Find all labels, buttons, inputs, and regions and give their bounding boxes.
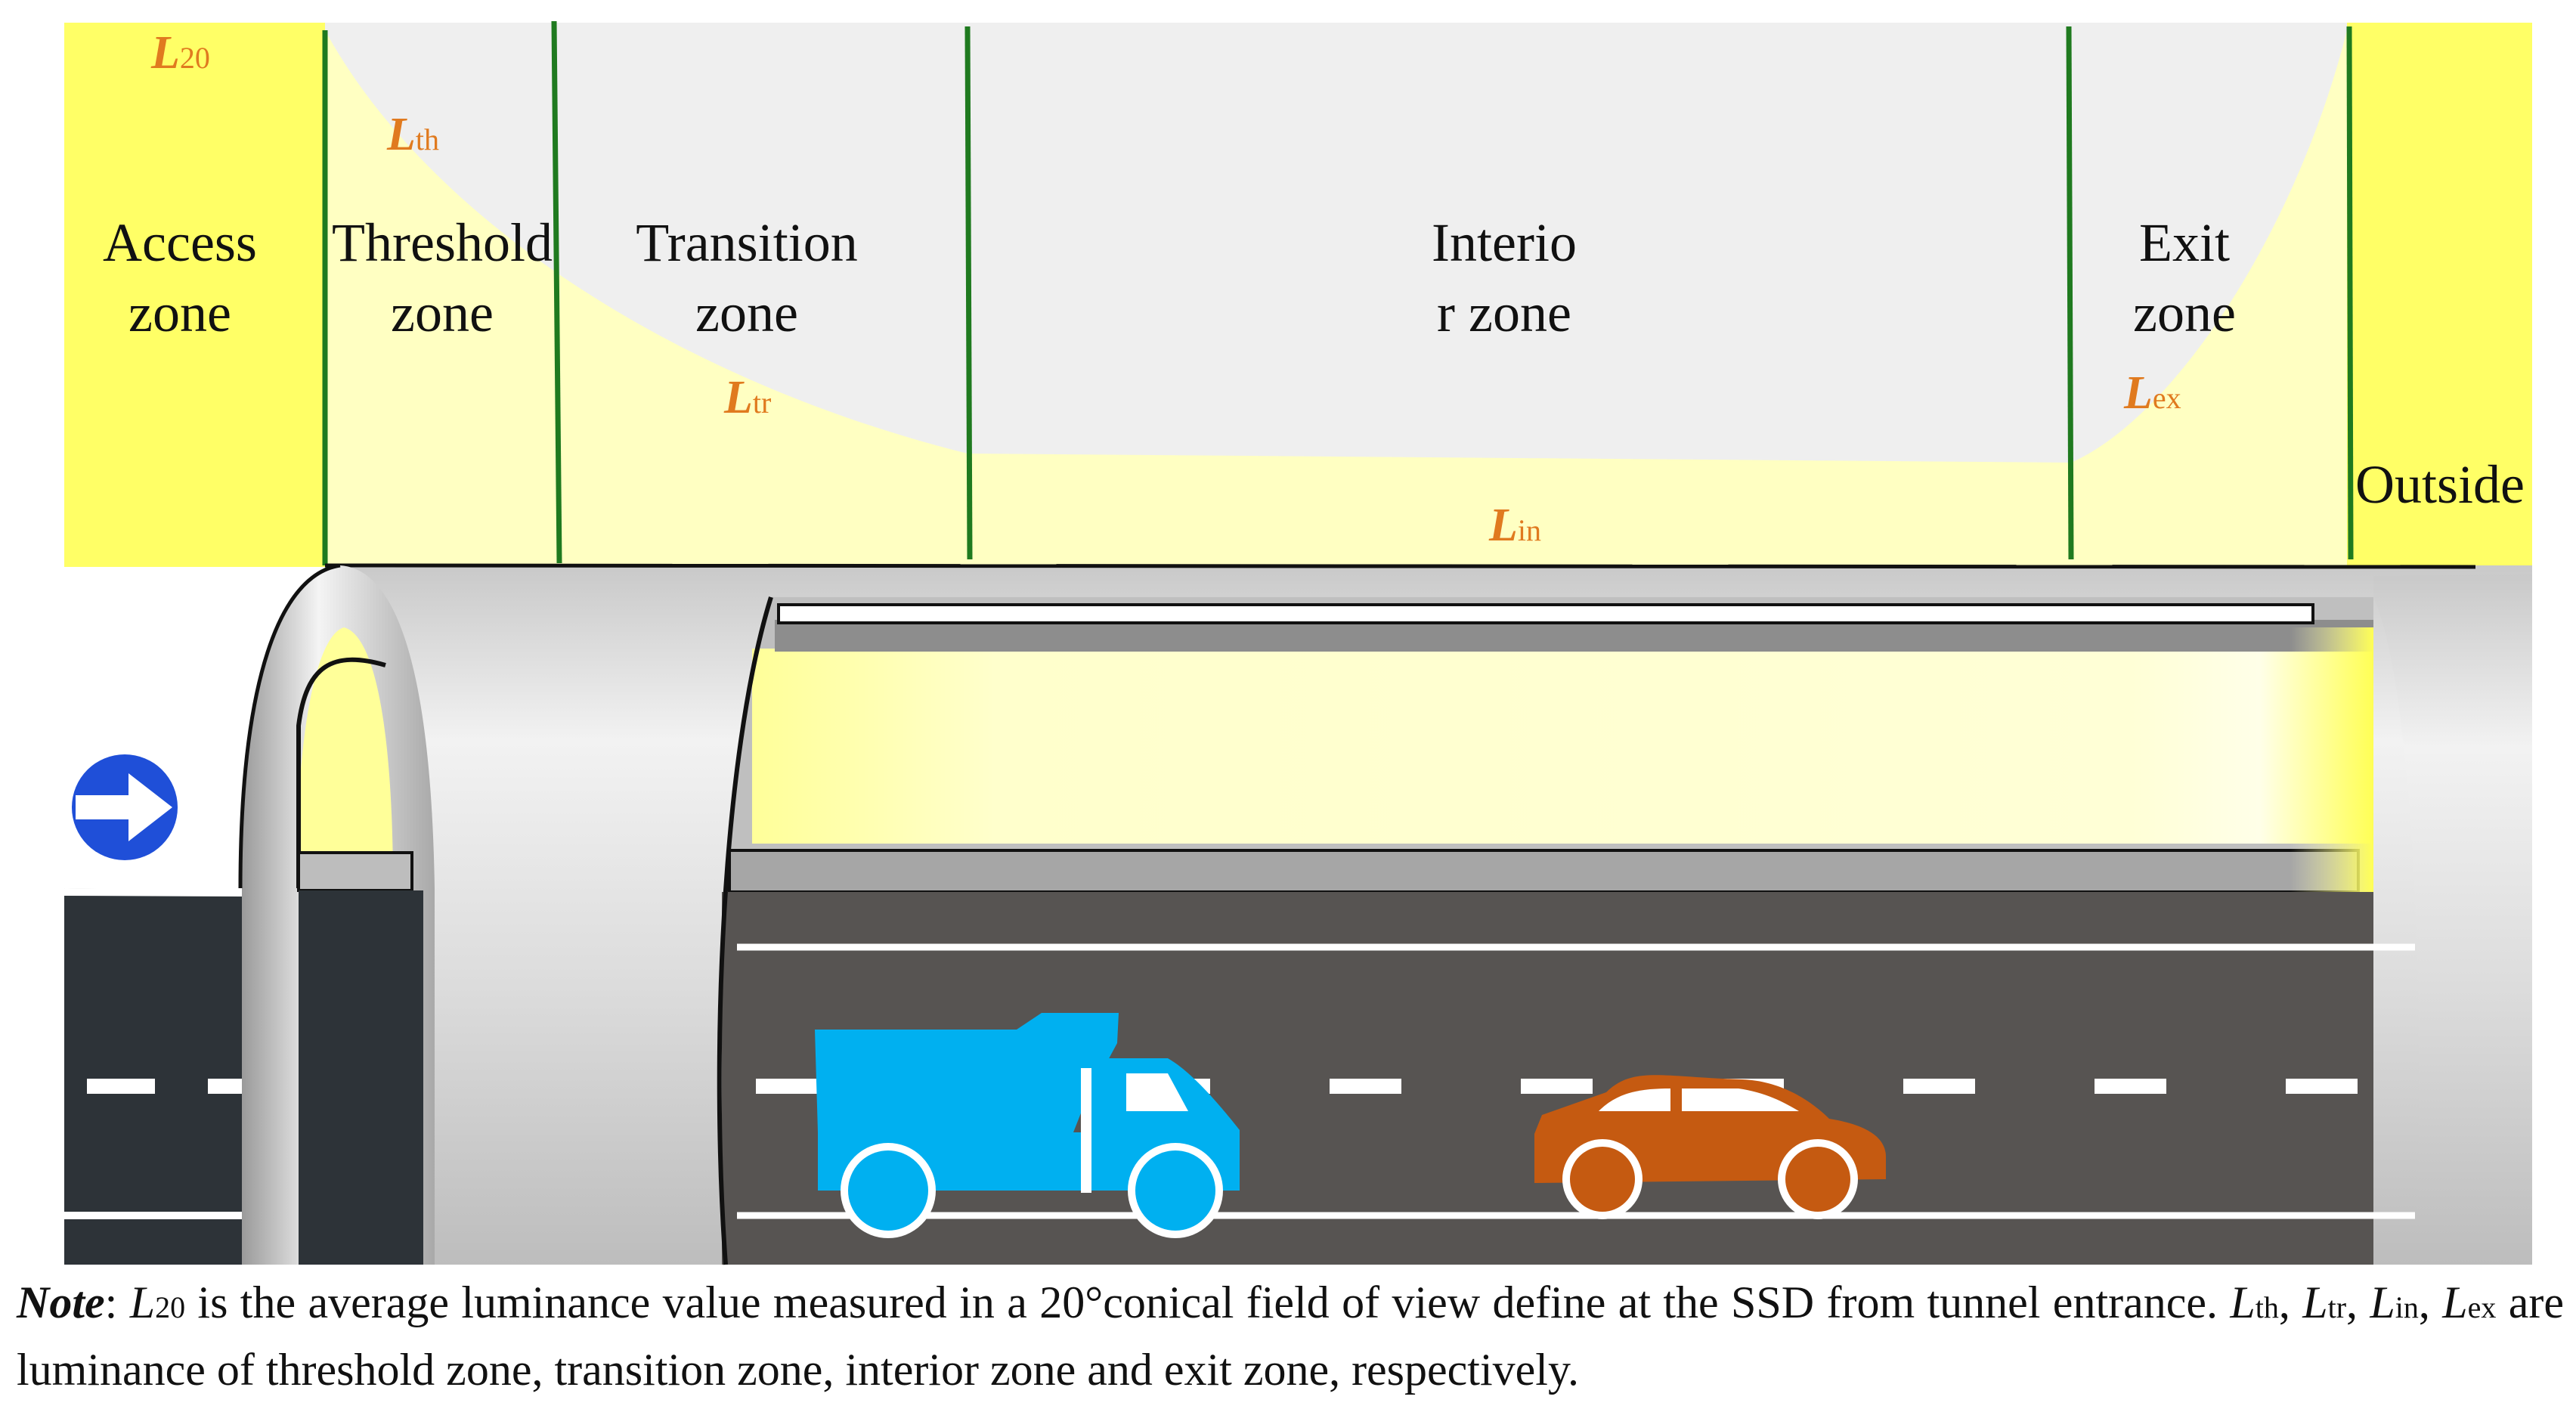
luminance-lth: Lth — [386, 109, 439, 160]
interior-zone-label-2: r zone — [1437, 283, 1571, 343]
exit-glow — [2290, 627, 2373, 892]
figure-note: Note: L20 is the average luminance value… — [17, 1271, 2564, 1401]
car-icon — [1534, 1075, 1886, 1219]
note-comma-2: , — [2346, 1277, 2370, 1327]
luminance-lex: Lex — [2123, 367, 2181, 419]
portal-arch-line — [296, 657, 386, 888]
access-zone-label-1: Access — [103, 212, 257, 273]
portal-edge-outer — [238, 563, 341, 889]
interior-sidewalk — [728, 849, 2360, 893]
exit-zone-label-2: zone — [2133, 283, 2236, 343]
note-comma-1: , — [2278, 1277, 2303, 1327]
note-lth-letter: L — [2230, 1277, 2256, 1327]
access-zone-light — [64, 23, 325, 567]
transition-zone-label-2: zone — [695, 283, 798, 343]
zone-line-exit-start — [2066, 26, 2074, 560]
outside-light — [2347, 23, 2532, 567]
note-ltr-sub: tr — [2327, 1290, 2347, 1324]
access-zone-label-2: zone — [128, 283, 231, 343]
note-comma-3: , — [2418, 1277, 2443, 1327]
portal-road — [299, 890, 423, 1265]
portal-ledge — [297, 851, 413, 892]
threshold-zone-label-1: Threshold — [332, 212, 553, 273]
zone-line-outside-start — [2346, 26, 2354, 560]
note-lex-sub: ex — [2467, 1290, 2497, 1324]
note-sentence-1: is the average luminance value measured … — [185, 1277, 2231, 1327]
direction-sign-icon — [64, 747, 185, 868]
note-l20-letter: L — [129, 1277, 156, 1327]
portal-inner-light — [296, 627, 393, 888]
note-ltr-letter: L — [2302, 1277, 2328, 1327]
outside-label: Outside — [2355, 454, 2525, 515]
note-l20-sub: 20 — [155, 1290, 186, 1324]
threshold-zone-label-2: zone — [391, 283, 494, 343]
luminance-lin: Lin — [1488, 500, 1541, 551]
dump-truck-icon — [815, 1013, 1240, 1238]
note-lin-letter: L — [2370, 1277, 2395, 1327]
note-sentence-2: are luminance of threshold zone, transit… — [17, 1277, 2565, 1395]
luminance-curve-area — [325, 30, 2347, 567]
interior-light-band-top — [775, 620, 2373, 652]
luminance-l20: L20 — [150, 27, 210, 79]
zone-line-transition-start — [551, 20, 562, 564]
note-colon: : — [104, 1277, 130, 1327]
note-lead: Note — [17, 1277, 105, 1327]
exit-zone-label-1: Exit — [2139, 212, 2230, 273]
tunnel-interior-rim — [717, 596, 773, 1265]
interior-light-band — [752, 649, 2373, 844]
tunnel-roof-line — [324, 563, 2476, 569]
note-lex-letter: L — [2442, 1277, 2468, 1327]
note-lth-sub: th — [2255, 1290, 2279, 1324]
interior-zone-label-1: Interio — [1432, 212, 1577, 273]
note-lin-sub: in — [2395, 1290, 2419, 1324]
interior-ceiling-strip — [777, 603, 2314, 624]
luminance-ltr: Ltr — [723, 372, 771, 423]
zone-line-interior-start — [964, 26, 973, 560]
tunnel-right-shell — [2373, 574, 2532, 1265]
transition-zone-label-1: Transition — [636, 212, 857, 273]
